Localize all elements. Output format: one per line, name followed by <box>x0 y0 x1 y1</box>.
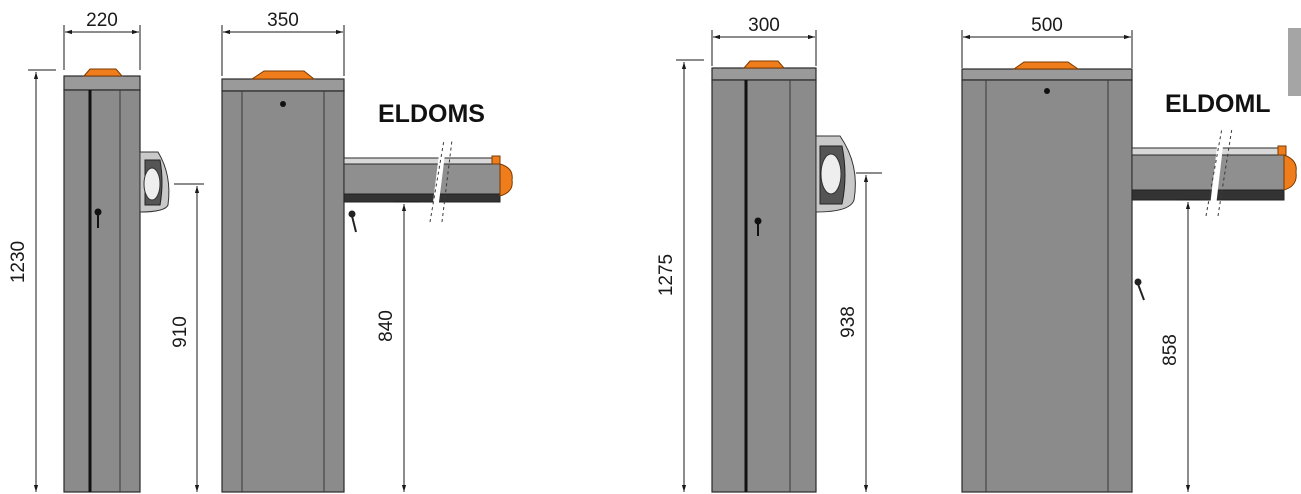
eldoms-beam-height-label: 840 <box>376 310 397 342</box>
eldoml-model-title: ELDOML <box>1165 90 1271 118</box>
eldoms-total-height-label: 1230 <box>8 241 29 283</box>
eldoms-side-width-label: 220 <box>86 10 118 31</box>
eldoml-side-width-label: 300 <box>748 15 780 36</box>
page-tab <box>1288 28 1301 96</box>
eldoms-side-cabinet <box>63 89 141 493</box>
eldoms-pivot-height-label: 910 <box>170 316 191 348</box>
eldoml-front-cabinet <box>961 79 1133 493</box>
eldoms-front-width-label: 350 <box>267 10 299 31</box>
eldoml-total-height-label: 1275 <box>656 254 677 296</box>
eldoml-pivot-height-label: 938 <box>838 306 859 338</box>
eldoml-side-view: 300 1275 938 <box>656 15 882 493</box>
eldoml-front-width-label: 500 <box>1031 15 1063 36</box>
eldoms-front-cabinet <box>221 90 345 493</box>
eldoms-side-view: 220 1230 910 <box>8 10 204 493</box>
eldoml-beam-height-label: 858 <box>1160 334 1181 366</box>
eldoms-model-title: ELDOMS <box>378 100 485 128</box>
eldoml-front-view: 500 858 ELDOML <box>961 15 1297 493</box>
eldoml-side-cabinet <box>711 79 817 493</box>
eldoms-front-view: 350 840 ELDOMS <box>221 10 513 493</box>
